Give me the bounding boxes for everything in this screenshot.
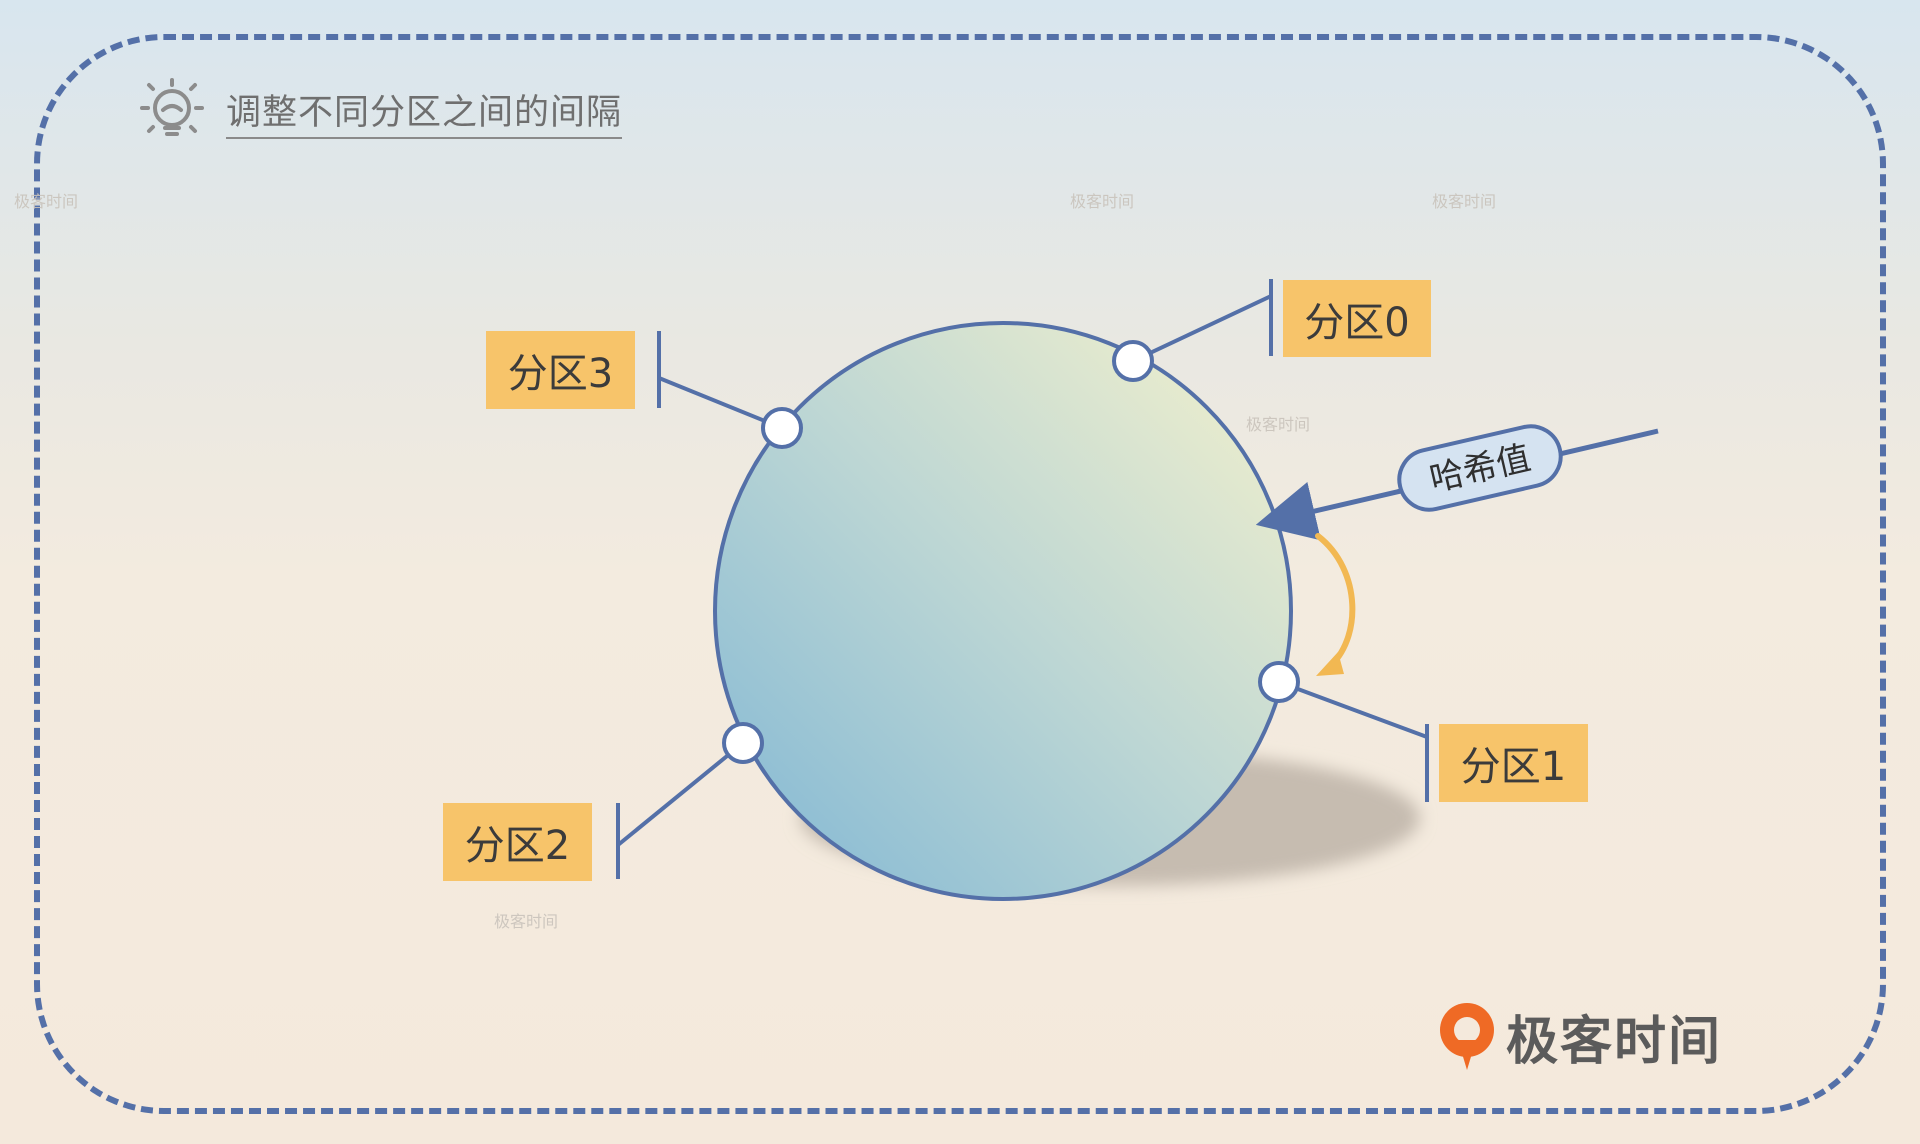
watermark: 极客时间	[1246, 415, 1311, 434]
hash-ring	[713, 321, 1293, 901]
partition-1-label: 分区1	[1439, 724, 1588, 802]
watermark: 极客时间	[494, 912, 559, 931]
partition-0-label: 分区0	[1283, 280, 1431, 357]
brand-name: 极客时间	[1506, 1011, 1723, 1072]
partition-2-label: 分区2	[443, 803, 592, 881]
watermark: 极客时间	[1432, 192, 1497, 211]
lightbulb-icon	[140, 78, 204, 136]
clockwise-arrow	[1315, 533, 1356, 676]
p1-node	[1258, 661, 1300, 703]
dashed-frame	[34, 34, 1886, 1114]
p2-node	[722, 722, 764, 764]
p3-connector	[658, 376, 783, 430]
geektime-logo-icon	[1440, 1003, 1494, 1070]
watermark: 极客时间	[14, 192, 79, 211]
p2-connector	[616, 741, 745, 847]
partition-3-label: 分区3	[486, 331, 635, 409]
hash-label: 哈希值	[1397, 424, 1563, 512]
p3-node	[761, 407, 803, 449]
p0-node	[1112, 340, 1154, 382]
p1-connector	[1278, 680, 1428, 739]
watermark: 极客时间	[1070, 192, 1135, 211]
brand-logo: 极客时间	[1436, 1000, 1722, 1072]
page-title: 调整不同分区之间的间隔	[226, 84, 623, 139]
p0-connector	[1132, 294, 1272, 363]
